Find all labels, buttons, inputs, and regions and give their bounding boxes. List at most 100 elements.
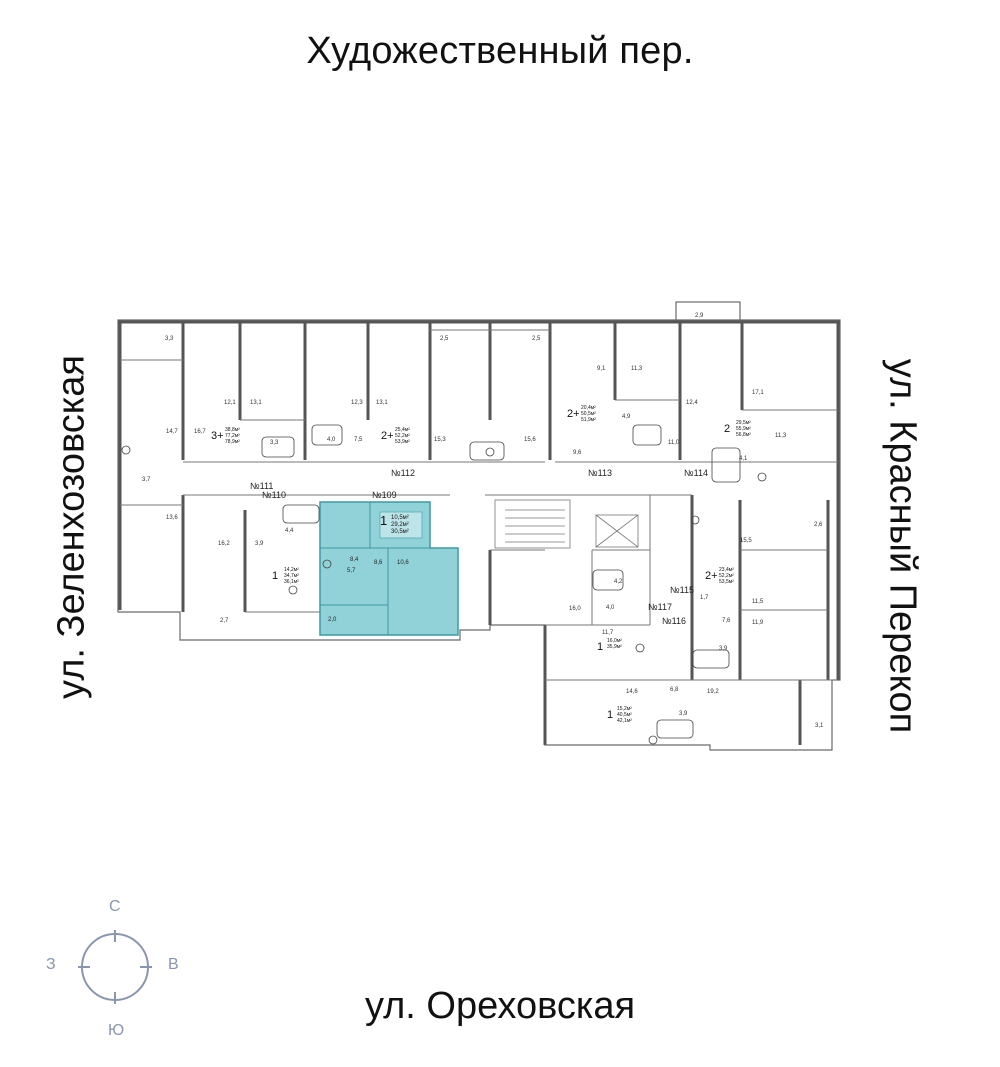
apartment-area: 16,0м² xyxy=(607,638,622,644)
room-area-label: 4,2 xyxy=(614,579,623,585)
room-area-label: 3,9 xyxy=(719,646,728,652)
room-area-label: 11,7 xyxy=(602,630,614,636)
room-area-label: 2,7 xyxy=(220,618,229,624)
room-area-label: 11,9 xyxy=(752,620,764,626)
apartment-rooms: 2+ xyxy=(705,570,718,582)
room-area-label: 14,7 xyxy=(166,429,178,435)
apartment-area: 36,1м² xyxy=(284,579,299,585)
room-area-label: 11,3 xyxy=(775,433,787,439)
room-area-label: 3,3 xyxy=(270,440,279,446)
room-area-label: 4,0 xyxy=(606,605,615,611)
room-area-label: 13,1 xyxy=(250,400,262,406)
apartment-area: 53,5м² xyxy=(719,579,734,585)
apartment-area: 20,4м² xyxy=(581,405,596,411)
compass-north-label: С xyxy=(109,898,121,915)
highlighted-apartment-total-area-full: 30,5м² xyxy=(391,529,409,535)
apartment-area: 23,4м² xyxy=(719,567,734,573)
room-area-label: 1,7 xyxy=(700,595,709,601)
room-area-label: 9,6 xyxy=(573,450,582,456)
apartment-number-111[interactable]: №111 xyxy=(250,481,274,491)
apartment-area: 50,5м² xyxy=(581,411,596,417)
apartment-area: 35,9м² xyxy=(607,644,622,650)
highlighted-apartment-total-area: 29,2м² xyxy=(391,522,409,528)
compass-east-label: В xyxy=(168,956,179,973)
apartment-area: 15,2м² xyxy=(617,706,632,712)
apartment-area: 38,8м² xyxy=(225,427,240,433)
room-area-label: 14,6 xyxy=(626,689,638,695)
street-label-south: ул. Ореховская xyxy=(364,985,636,1027)
apartment-area: 78,9м² xyxy=(225,439,240,445)
apartment-number-113[interactable]: №113 xyxy=(588,468,613,478)
room-area-label: 3,1 xyxy=(815,723,824,729)
room-area-label: 13,1 xyxy=(376,400,388,406)
apartment-number-115[interactable]: №115 xyxy=(670,585,695,595)
compass-south-label: Ю xyxy=(108,1022,125,1039)
apartment-rooms: 1 xyxy=(607,709,614,721)
room-area-label: 2,5 xyxy=(440,336,449,342)
room-area-label: 12,4 xyxy=(686,400,698,406)
room-area-label: 15,6 xyxy=(524,437,536,443)
apartment-rooms: 2 xyxy=(724,423,731,435)
room-area-label: 4,9 xyxy=(622,414,631,420)
apartment-area: 52,2м² xyxy=(395,433,410,439)
apartment-number-116[interactable]: №116 xyxy=(662,616,687,626)
street-label-north: Художественный пер. xyxy=(306,30,694,72)
thick-walls xyxy=(118,320,840,745)
apartment-area: 56,8м² xyxy=(736,432,751,438)
room-area-label: 16,0 xyxy=(569,606,581,612)
apartment-area: 77,2м² xyxy=(225,433,240,439)
apartment-area: 25,4м² xyxy=(395,427,410,433)
room-area-label: 2,9 xyxy=(695,313,704,319)
apartment-number-114[interactable]: №114 xyxy=(684,468,709,478)
apartment-number-117[interactable]: №117 xyxy=(648,602,673,612)
apartment-number-112[interactable]: №112 xyxy=(391,468,416,478)
highlighted-room-area: 10,6 xyxy=(397,560,409,566)
top-balcony xyxy=(675,301,741,323)
room-area-label: 4,1 xyxy=(739,456,748,462)
apartment-area: 34,7м² xyxy=(284,573,299,579)
room-area-label: 6,8 xyxy=(670,687,679,693)
highlighted-apartment-rooms: 1 xyxy=(380,513,388,528)
compass-west-label: З xyxy=(46,956,56,973)
room-area-label: 3,9 xyxy=(679,711,688,717)
apartment-rooms: 2+ xyxy=(567,408,580,420)
room-area-label: 11,3 xyxy=(631,366,643,372)
room-area-label: 3,7 xyxy=(142,477,151,483)
elevator-shaft xyxy=(595,514,639,548)
apartment-area: 53,9м² xyxy=(395,439,410,445)
room-area-label: 15,5 xyxy=(740,538,752,544)
highlighted-room-area: 5,7 xyxy=(347,568,356,574)
room-area-label: 2,5 xyxy=(532,336,541,342)
room-area-label: 12,1 xyxy=(224,400,236,406)
highlighted-room-area: 8,6 xyxy=(374,560,383,566)
apartment-area: 14,2м² xyxy=(284,567,299,573)
building-outline xyxy=(117,319,841,751)
apartment-number-109[interactable]: №109 xyxy=(372,490,397,500)
apartment-rooms: 1 xyxy=(272,570,279,582)
stairwell xyxy=(494,499,571,549)
room-area-label: 11,0 xyxy=(668,440,680,446)
room-area-label: 7,6 xyxy=(722,618,731,624)
highlighted-room-area: 8,4 xyxy=(350,557,359,563)
room-area-label: 4,0 xyxy=(327,437,336,443)
apartment-number-110[interactable]: №110 xyxy=(262,490,287,500)
bathroom-fixtures xyxy=(121,424,767,745)
room-area-label: 9,1 xyxy=(597,366,606,372)
room-area-label: 19,2 xyxy=(707,689,719,695)
room-area-label: 3,9 xyxy=(255,541,264,547)
highlighted-apartment[interactable] xyxy=(319,501,459,636)
apartment-area: 52,2м² xyxy=(719,573,734,579)
room-area-label: 11,5 xyxy=(752,599,764,605)
room-area-label: 17,1 xyxy=(752,390,764,396)
apartment-area: 55,9м² xyxy=(736,426,751,432)
apartment-rooms: 3+ xyxy=(211,430,224,442)
room-area-label: 13,6 xyxy=(166,515,178,521)
room-area-label: 16,2 xyxy=(218,541,230,547)
apartment-area: 40,5м² xyxy=(617,712,632,718)
room-area-label: 2,6 xyxy=(814,522,823,528)
apartment-rooms: 1 xyxy=(597,641,604,653)
room-area-label: 7,5 xyxy=(354,437,363,443)
room-area-label: 4,4 xyxy=(285,528,294,534)
